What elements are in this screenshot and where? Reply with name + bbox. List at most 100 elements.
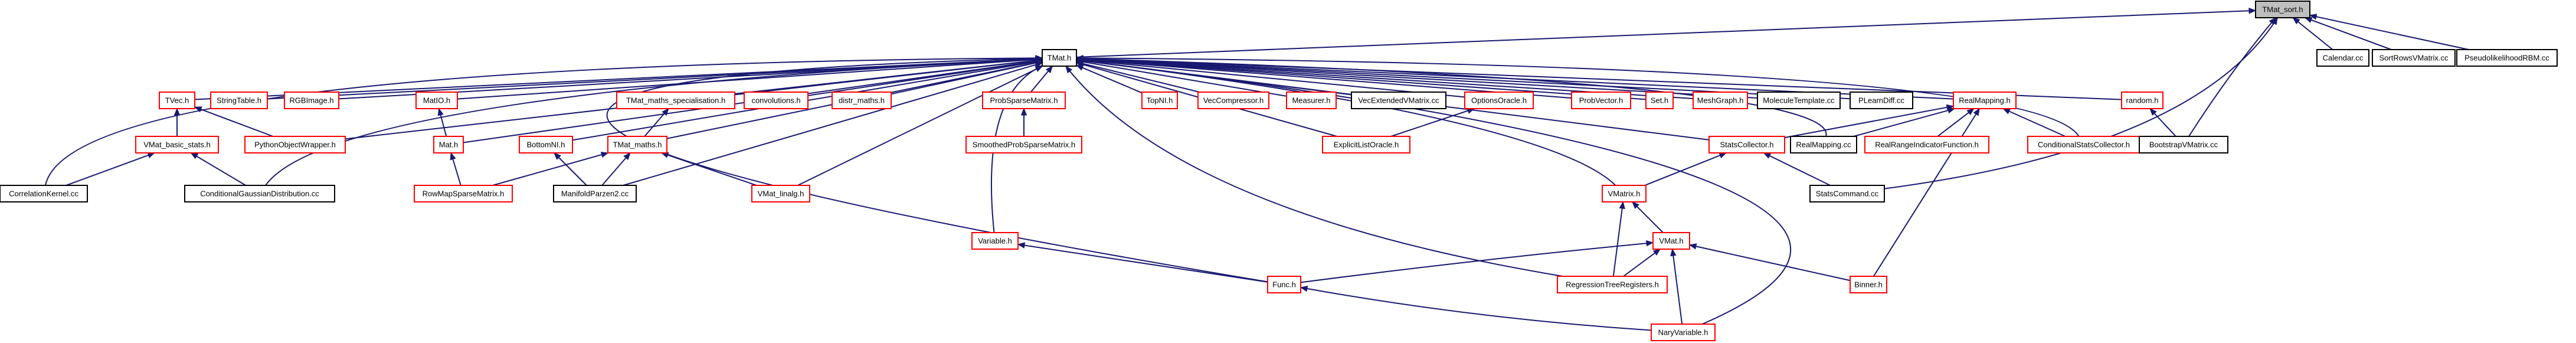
node-tmat[interactable]: TMat.h: [1042, 49, 1077, 67]
node-probsparse[interactable]: ProbSparseMatrix.h: [982, 92, 1066, 109]
edge-line: [2188, 17, 2276, 137]
edge-arrowhead: [1065, 65, 1073, 74]
node-explicitlist[interactable]: ExplicitListOracle.h: [1322, 136, 1410, 153]
edge-arrowhead: [437, 107, 444, 116]
edge-tmat-sort-to-calendar: [2292, 17, 2333, 50]
edge-probsparse-to-smoothedprob: [1020, 107, 1027, 136]
edge-line: [990, 65, 1043, 233]
node-mat[interactable]: Mat.h: [433, 136, 464, 153]
node-tmat-sort[interactable]: TMat_sort.h: [2255, 1, 2310, 18]
node-topnl[interactable]: TopNI.h: [1141, 92, 1178, 109]
edge-arrowhead: [1966, 108, 1975, 116]
node-realrange[interactable]: RealRangeIndicatorFunction.h: [1864, 136, 1989, 153]
node-statscollector[interactable]: StatsCollector.h: [1708, 136, 1785, 153]
node-vmat[interactable]: VMat.h: [1652, 232, 1690, 250]
node-regtree[interactable]: RegressionTreeRegisters.h: [1557, 276, 1668, 293]
node-box: [415, 92, 458, 109]
node-rgbimage[interactable]: RGBImage.h: [284, 92, 339, 109]
edge-arrowhead: [2271, 17, 2278, 25]
edge-variable-to-func: [1017, 242, 1268, 283]
node-distr-maths[interactable]: distr_maths.h: [832, 92, 892, 109]
node-meshgraph[interactable]: MeshGraph.h: [1693, 92, 1748, 109]
node-moleculetemplate[interactable]: MoleculeTemplate.cc: [1757, 92, 1841, 109]
edge-line: [601, 152, 631, 186]
node-random[interactable]: random.h: [2121, 92, 2163, 109]
edge-vmat-to-regtree: [1623, 249, 1661, 277]
edge-arrowhead: [600, 152, 609, 158]
node-correlation[interactable]: CorrelationKernel.cc: [0, 185, 88, 202]
node-stringtable[interactable]: StringTable.h: [210, 92, 268, 109]
edge-tmat-maths-to-manifold: [601, 152, 631, 186]
edge-arrowhead: [1763, 152, 1772, 159]
edge-arrowhead: [1973, 107, 1980, 116]
node-tmat-maths[interactable]: TMat_maths.h: [607, 136, 667, 153]
node-label: BootstrapVMatrix.cc: [2149, 141, 2218, 149]
node-vmat-basic[interactable]: VMat_basic_stats.h: [135, 136, 219, 153]
node-probvector[interactable]: ProbVector.h: [1571, 92, 1631, 109]
node-calendar[interactable]: Calendar.cc: [2316, 49, 2369, 67]
edge-tmat-to-correlation: [44, 55, 1043, 186]
node-optionsoracle[interactable]: OptionsOracle.h: [1464, 92, 1534, 109]
edge-tmat-sort-to-pseudolike: [2309, 14, 2469, 50]
node-measurer[interactable]: Measurer.h: [1286, 92, 1337, 109]
node-label: BottomNI.h: [526, 141, 565, 149]
edge-arrowhead: [2248, 8, 2257, 14]
node-realmapping[interactable]: RealMapping.h: [1953, 92, 2017, 109]
node-label: StatsCollector.h: [1720, 141, 1773, 149]
node-label: VMat.h: [1659, 237, 1683, 246]
node-label: MeshGraph.h: [1697, 96, 1744, 105]
edge-arrowhead: [2309, 14, 2318, 20]
node-label: convolutions.h: [751, 96, 800, 105]
node-vmat-linalg[interactable]: VMat_linalg.h: [751, 185, 810, 202]
node-convolutions[interactable]: convolutions.h: [744, 92, 809, 109]
node-pyobjwrapper[interactable]: PythonObjectWrapper.h: [244, 136, 346, 153]
edge-tmat-sort-to-sortrows: [2304, 17, 2392, 50]
node-func[interactable]: Func.h: [1267, 276, 1301, 293]
node-vmatrix[interactable]: VMatrix.h: [1602, 185, 1647, 202]
node-label: Binner.h: [1854, 280, 1883, 289]
node-vecextended[interactable]: VecExtendedVMatrix.cc: [1351, 92, 1446, 109]
node-sortrows[interactable]: SortRowsVMatrix.cc: [2372, 49, 2456, 67]
node-binner[interactable]: Binner.h: [1850, 276, 1887, 293]
node-bottomnl[interactable]: BottomNI.h: [519, 136, 573, 153]
node-tvec[interactable]: TVec.h: [159, 92, 195, 109]
node-label: TMat_maths_specialisation.h: [626, 96, 725, 105]
node-label: RealRangeIndicatorFunction.h: [1875, 141, 1979, 149]
node-smoothedprob[interactable]: SmoothedProbSparseMatrix.h: [965, 136, 1082, 153]
node-naryvariable[interactable]: NaryVariable.h: [1651, 324, 1716, 341]
edge-line: [2309, 14, 2469, 50]
edge-tmat-to-func: [606, 55, 1268, 283]
node-matio[interactable]: MatIO.h: [415, 92, 458, 109]
node-box: [832, 92, 892, 109]
node-statscommand[interactable]: StatsCommand.cc: [1809, 185, 1885, 202]
node-label: StatsCommand.cc: [1816, 190, 1879, 198]
node-manifold[interactable]: ManifoldParzen2.cc: [553, 185, 637, 202]
edge-bottomnl-to-manifold: [554, 152, 587, 186]
node-label: ConditionalStatsCollector.h: [2038, 141, 2130, 149]
node-label: VecExtendedVMatrix.cc: [1358, 96, 1439, 105]
edge-arrowhead: [1719, 152, 1727, 159]
edge-vmatrix-to-regtree: [1612, 201, 1625, 277]
node-variable[interactable]: Variable.h: [971, 232, 1019, 250]
edge-vmatrix-to-vmat: [1632, 201, 1664, 233]
edge-line: [1076, 64, 1143, 94]
edge-line: [457, 58, 1043, 100]
edge-arrowhead: [1652, 249, 1661, 256]
edge-line: [1076, 60, 1287, 97]
edge-line: [1076, 57, 1827, 137]
node-set[interactable]: Set.h: [1645, 92, 1674, 109]
edge-arrowhead: [2292, 17, 2300, 25]
edge-tmat-maths-spec-to-tmat-maths: [644, 108, 669, 137]
node-realmapping-cc[interactable]: RealMapping.cc: [1790, 136, 1857, 153]
node-rowmap[interactable]: RowMapSparseMatrix.h: [414, 185, 513, 202]
node-pseudolike[interactable]: PseudolikelihoodRBM.cc: [2456, 49, 2558, 67]
node-condgauss[interactable]: ConditionalGaussianDistribution.cc: [184, 185, 335, 202]
node-box: [553, 185, 637, 202]
node-condstats[interactable]: ConditionalStatsCollector.h: [2027, 136, 2140, 153]
node-tmat-maths-spec[interactable]: TMat_maths_specialisation.h: [616, 92, 735, 109]
node-bootstrap[interactable]: BootstrapVMatrix.cc: [2139, 136, 2228, 153]
node-plearndiff[interactable]: PLearnDiff.cc: [1850, 92, 1913, 109]
edge-arrowhead: [1670, 248, 1677, 257]
node-veccompressor[interactable]: VecCompressor.h: [1197, 92, 1269, 109]
edge-random-to-bootstrap: [2149, 108, 2176, 137]
